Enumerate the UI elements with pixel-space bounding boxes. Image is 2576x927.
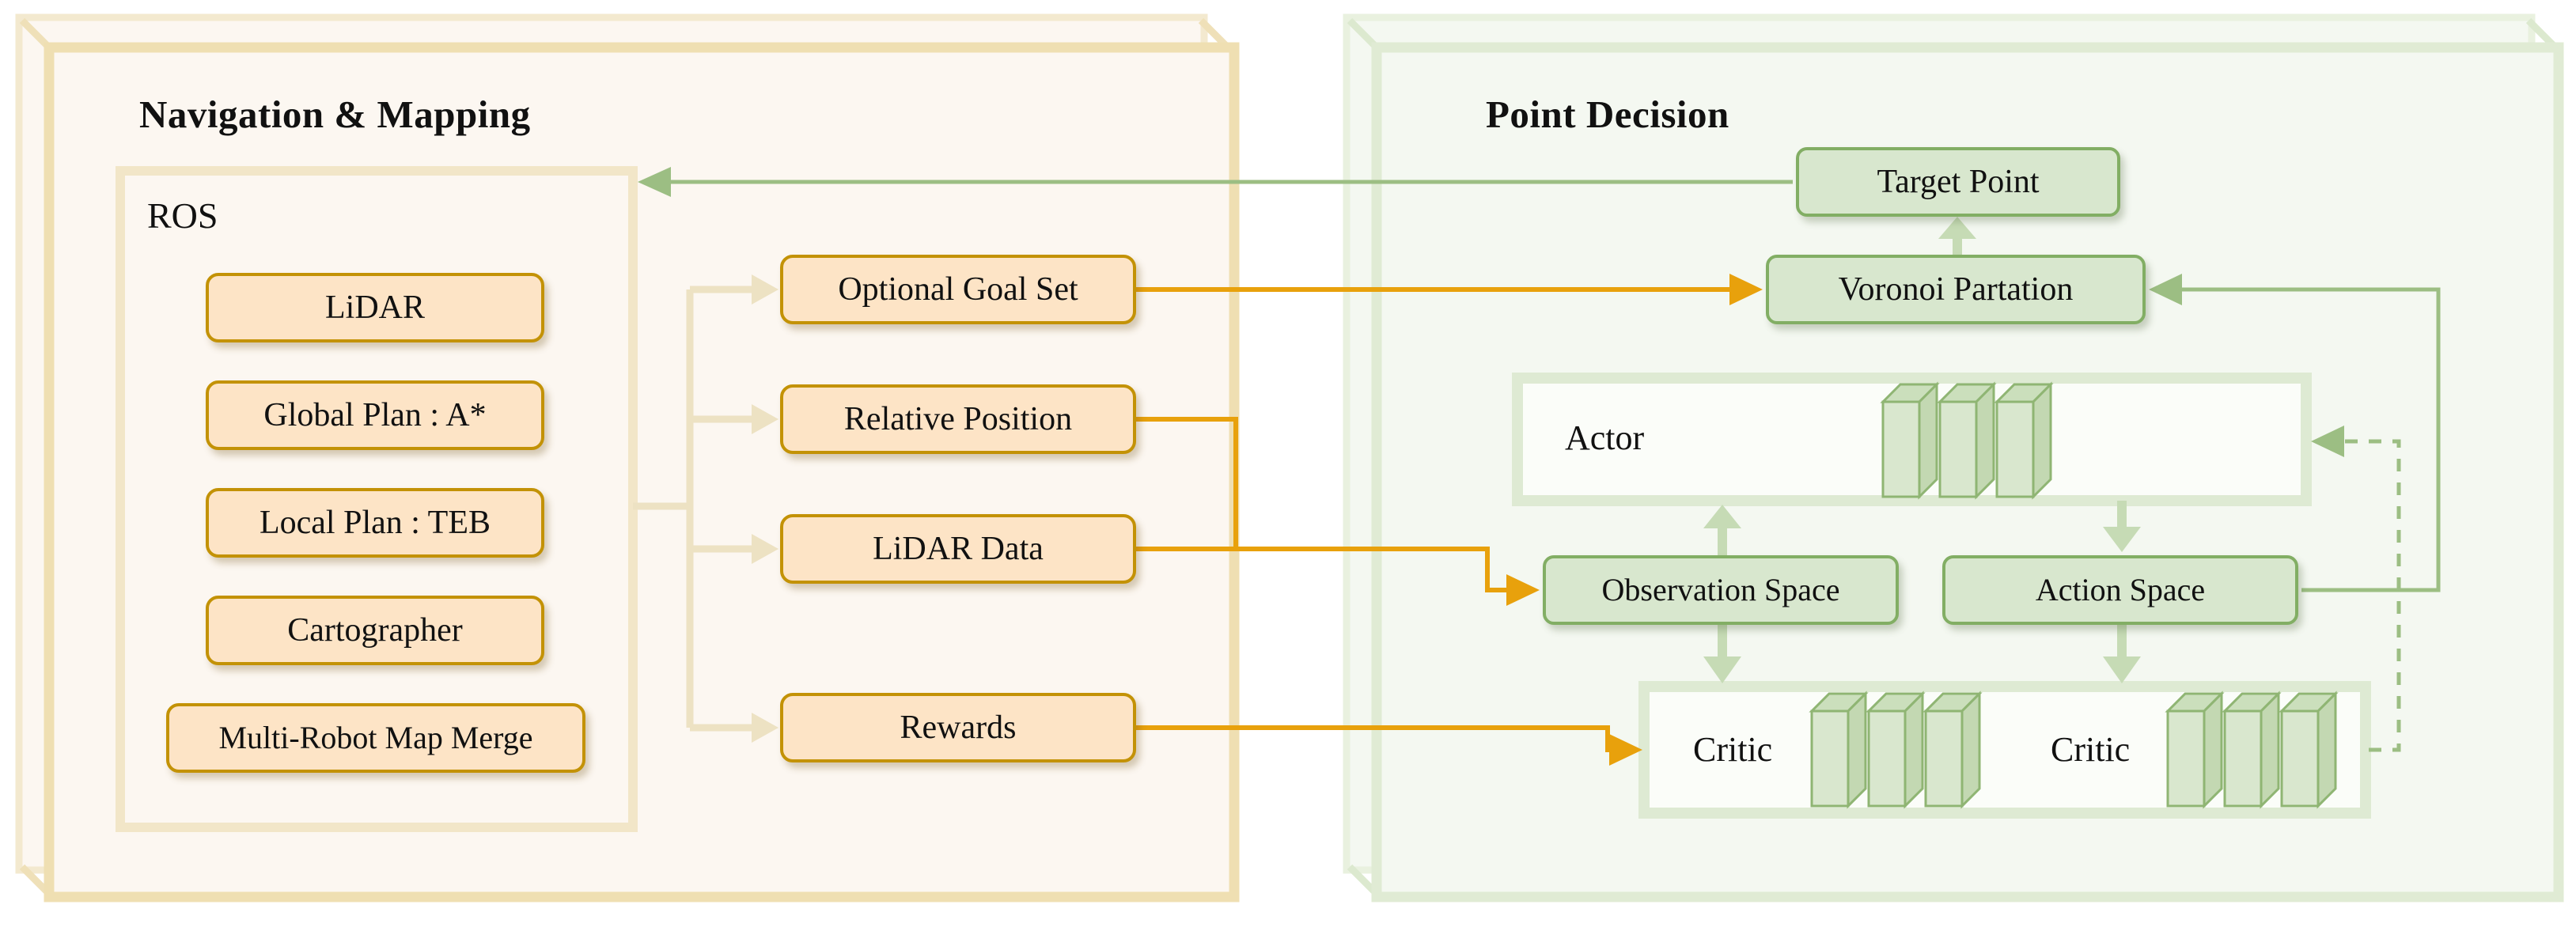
actor-neural-network-layers-icon [1881,383,2052,498]
node-lidar: LiDAR [206,273,544,342]
pale-green-arrows [1718,237,2127,660]
ros-to-signals-connector [633,286,752,732]
arrow-into-ros [638,167,671,197]
pale-green-arrowheads [1703,217,2141,683]
node-cartographer: Cartographer [206,596,544,665]
critic-to-actor-dashed-line [2344,439,2401,752]
arrow-into-actor-right [2311,426,2344,457]
green-arrowheads [638,167,2344,457]
ros-group-label: ROS [147,195,218,236]
critic-1-label: Critic [1693,730,1773,769]
critic-2-neural-network-layers-icon [2166,692,2337,808]
lidar-data-to-observation-line [1136,547,1506,592]
ros-group-container [116,166,638,832]
node-action-space: Action Space [1942,555,2298,625]
point-decision-panel-title: Point Decision [1486,93,1729,136]
node-observation-space: Observation Space [1543,555,1899,625]
relative-position-join-line [1136,417,1238,549]
navigation-panel-title: Navigation & Mapping [139,93,531,136]
action-to-voronoi-feedback-line [2182,287,2441,592]
node-multi-robot-map-merge: Multi-Robot Map Merge [166,703,585,773]
critic-1-neural-network-layers-icon [1810,692,1981,808]
node-optional-goal-set: Optional Goal Set [780,255,1136,324]
orange-connectors [1136,287,1729,752]
node-local-plan: Local Plan : TEB [206,488,544,558]
node-target-point: Target Point [1796,147,2120,217]
node-lidar-data: LiDAR Data [780,514,1136,584]
orange-arrowheads [1506,274,1763,766]
node-global-plan: Global Plan : A* [206,380,544,450]
green-connectors [671,180,2441,752]
node-voronoi-partation: Voronoi Partation [1766,255,2146,324]
arrow-into-voronoi-right [2149,274,2182,305]
ros-to-signals-arrowheads [752,274,778,743]
node-rewards: Rewards [780,693,1136,762]
critic-2-label: Critic [2051,730,2131,769]
node-relative-position: Relative Position [780,384,1136,454]
actor-label: Actor [1565,418,1645,457]
rewards-to-critic-line [1136,725,1610,752]
